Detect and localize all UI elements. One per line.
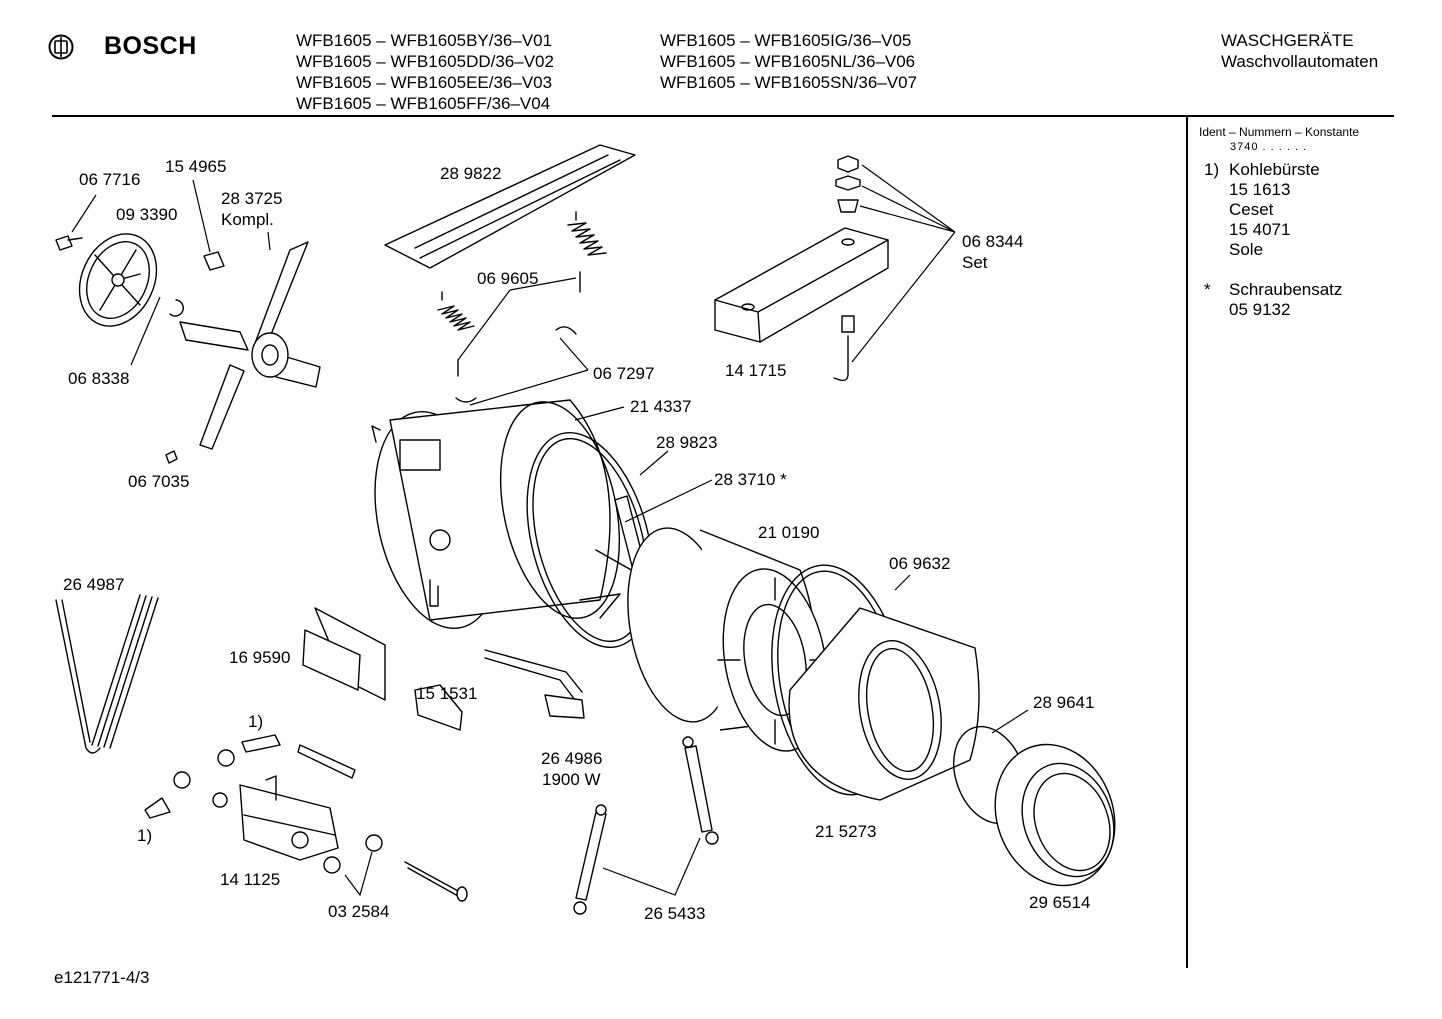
note1-line: 15 4071 — [1229, 220, 1291, 239]
spider-flange-part — [179, 241, 321, 450]
part-label-289823: 28 9823 — [656, 433, 718, 452]
part-label-068344-set: Set — [962, 253, 988, 272]
part-label-289641: 28 9641 — [1033, 693, 1095, 712]
part-label-141125: 14 1125 — [220, 870, 281, 889]
category-line1: WASCHGERÄTE — [1221, 31, 1354, 50]
sidebar-divider — [1186, 116, 1188, 968]
part-label-069605: 06 9605 — [477, 269, 539, 288]
drive-belt-part — [55, 594, 159, 754]
part-label-169590: 16 9590 — [229, 648, 291, 667]
part-label-068344: 06 8344 — [962, 232, 1024, 251]
model-item: WFB1605 – WFB1605IG/36–V05 — [660, 31, 912, 50]
ident-header: Ident – Nummern – Konstante — [1199, 125, 1360, 139]
holder-bracket-part — [414, 684, 463, 731]
ident-value: 3740 . . . . . . — [1230, 141, 1308, 153]
tension-spring-part — [437, 211, 607, 377]
heater-element-part — [484, 649, 585, 719]
part-label-265433: 26 5433 — [644, 904, 706, 923]
model-item: WFB1605 – WFB1605BY/36–V01 — [296, 31, 553, 50]
part-label-151531: 15 1531 — [416, 684, 478, 703]
bushing-part — [323, 834, 383, 874]
part-label-154965: 15 4965 — [165, 157, 227, 176]
part-label-067035: 06 7035 — [128, 472, 190, 491]
part-label-067716: 06 7716 — [79, 170, 141, 189]
drum-part — [627, 527, 831, 752]
model-item: WFB1605 – WFB1605SN/36–V07 — [660, 73, 918, 92]
part-label-141715: 14 1715 — [725, 361, 787, 380]
front-tub-part — [788, 607, 980, 801]
part-label-283710: 28 3710 * — [714, 470, 787, 489]
model-list-col1: WFB1605 – WFB1605BY/36–V01 WFB1605 – WFB… — [296, 30, 554, 114]
leader-lines — [71, 164, 1029, 897]
model-item: WFB1605 – WFB1605FF/36–V04 — [296, 94, 551, 113]
bolt-part — [404, 861, 468, 902]
u-clip-part — [455, 326, 577, 403]
part-label-093390: 09 3390 — [116, 205, 178, 224]
part-label-264986: 26 4986 — [541, 749, 603, 768]
pulley-wheel-part — [78, 233, 158, 327]
shock-absorber-part — [573, 736, 719, 915]
cross-bracket-part — [384, 144, 636, 269]
note1-line: Ceset — [1229, 200, 1274, 219]
note2-list: Schraubensatz 05 9132 — [1229, 280, 1342, 320]
note1-list: Kohlebürste 15 1613 Ceset 15 4071 Sole — [1229, 160, 1320, 260]
note1-line: Sole — [1229, 240, 1264, 259]
category-title: WASCHGERÄTE Waschvollautomaten — [1221, 30, 1378, 72]
brand-name: BOSCH — [104, 32, 197, 60]
door-seal-part — [994, 743, 1116, 887]
part-label-068338: 06 8338 — [68, 369, 130, 388]
part-label-214337: 21 4337 — [630, 397, 692, 416]
bosch-logo-icon — [48, 34, 74, 60]
part-label-067297: 06 7297 — [593, 364, 655, 383]
screw-part — [55, 235, 83, 251]
part-label-210190: 21 0190 — [758, 523, 820, 542]
model-item: WFB1605 – WFB1605NL/36–V06 — [660, 52, 916, 71]
part-label-069632: 06 9632 — [889, 554, 951, 573]
part-label-032584: 03 2584 — [328, 902, 390, 921]
category-line2: Waschvollautomaten — [1221, 52, 1379, 71]
note1-marker: 1) — [1204, 160, 1220, 179]
control-module-part — [302, 607, 386, 701]
outer-tub-part — [371, 399, 621, 630]
part-label-215273: 21 5273 — [815, 822, 877, 841]
clip-part — [203, 251, 225, 271]
note2-marker: * — [1204, 280, 1211, 299]
drawing-id: e121771-4/3 — [54, 968, 150, 987]
note1-line: Kohlebürste — [1229, 160, 1320, 179]
footnote-marker-upper: 1) — [248, 712, 264, 731]
counterweight-part — [714, 227, 889, 343]
exploded-parts-diagram — [55, 144, 1116, 915]
nut-set-part — [833, 155, 861, 382]
header-divider — [52, 115, 1394, 117]
carbon-brush-part — [144, 734, 281, 819]
model-item: WFB1605 – WFB1605DD/36–V02 — [296, 52, 554, 71]
rubber-strip-part — [297, 744, 356, 779]
model-list-col2: WFB1605 – WFB1605IG/36–V05 WFB1605 – WFB… — [660, 30, 917, 93]
note2-line: 05 9132 — [1229, 300, 1291, 319]
part-label-283725-kompl: Kompl. — [221, 210, 274, 229]
tub-ring-part — [526, 431, 654, 649]
motor-part — [212, 775, 339, 861]
part-label-289822: 28 9822 — [440, 164, 502, 183]
note2-line: Schraubensatz — [1229, 280, 1343, 299]
model-item: WFB1605 – WFB1605EE/36–V03 — [296, 73, 553, 92]
footnote-marker-lower: 1) — [137, 826, 153, 845]
small-screw-part — [165, 450, 178, 464]
part-label-296514: 29 6514 — [1029, 893, 1091, 912]
part-label-283725: 28 3725 — [221, 189, 283, 208]
note1-line: 15 1613 — [1229, 180, 1291, 199]
part-label-264987: 26 4987 — [63, 575, 125, 594]
circlip-part — [169, 299, 184, 317]
part-label-264986-power: 1900 W — [542, 770, 601, 789]
